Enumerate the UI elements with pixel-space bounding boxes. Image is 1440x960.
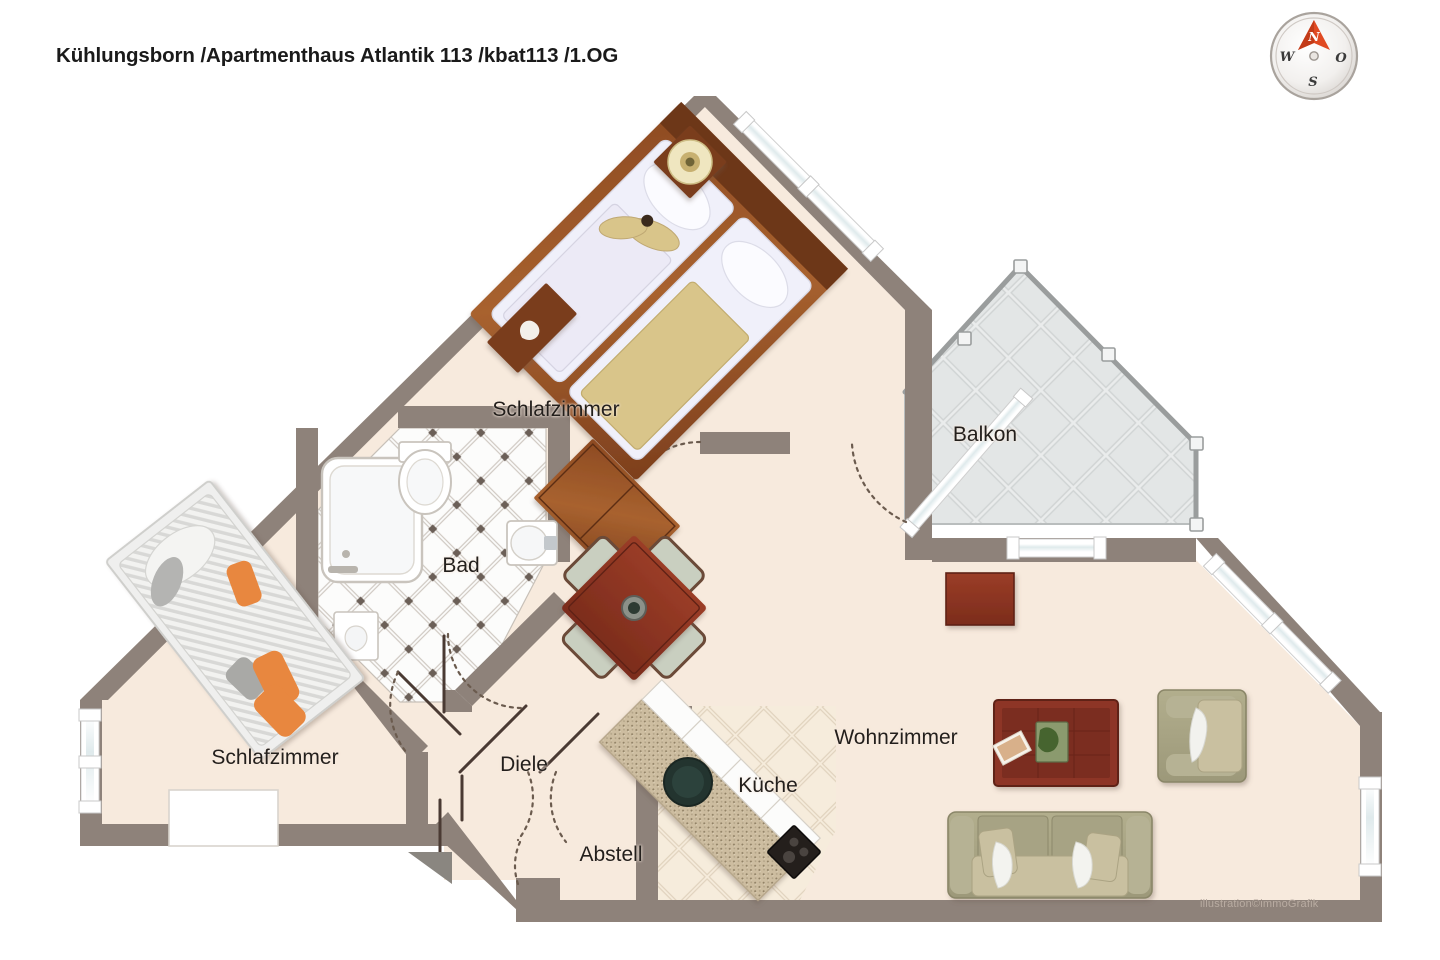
compass-label-south: S [1308,75,1317,90]
bathtub [320,456,424,584]
watermark: illustration©immoGrafik [1200,898,1319,910]
bedside-table [487,283,577,373]
room-label-bad: Bad [442,554,480,577]
dresser [168,789,279,847]
compass-label-east: O [1335,51,1347,66]
kitchen-sink [663,757,713,807]
room-label-abstell: Abstell [579,843,643,866]
entrance-marker [408,852,452,884]
balcony-railing [902,259,1204,532]
room-label-schlafzimmer-2: Schlafzimmer [211,746,339,769]
nightstand-with-lamp [654,126,726,198]
cooktop [767,825,821,879]
toilet [398,441,452,515]
coffee-table [992,699,1119,787]
single-bed [106,480,364,760]
bidet [333,611,379,661]
compass-label-north: N [1307,29,1320,44]
sofa [947,811,1153,899]
room-label-wohnzimmer: Wohnzimmer [834,726,958,749]
dining-table-with-four-chairs [561,535,707,680]
armchair [1157,689,1247,783]
room-label-balkon: Balkon [952,423,1018,446]
page-title: Kühlungsborn /Apartmenthaus Atlantik 113… [56,44,619,67]
compass-label-west: W [1280,50,1296,65]
room-label-kueche: Küche [738,774,798,797]
room-label-diele: Diele [500,753,548,776]
washbasin [506,520,558,566]
partition-lines [396,634,600,862]
compass-rose: N W O S [1269,11,1359,101]
room-label-schlafzimmer: Schlafzimmer [492,398,620,421]
sideboard [945,572,1015,626]
windows [78,110,1382,877]
